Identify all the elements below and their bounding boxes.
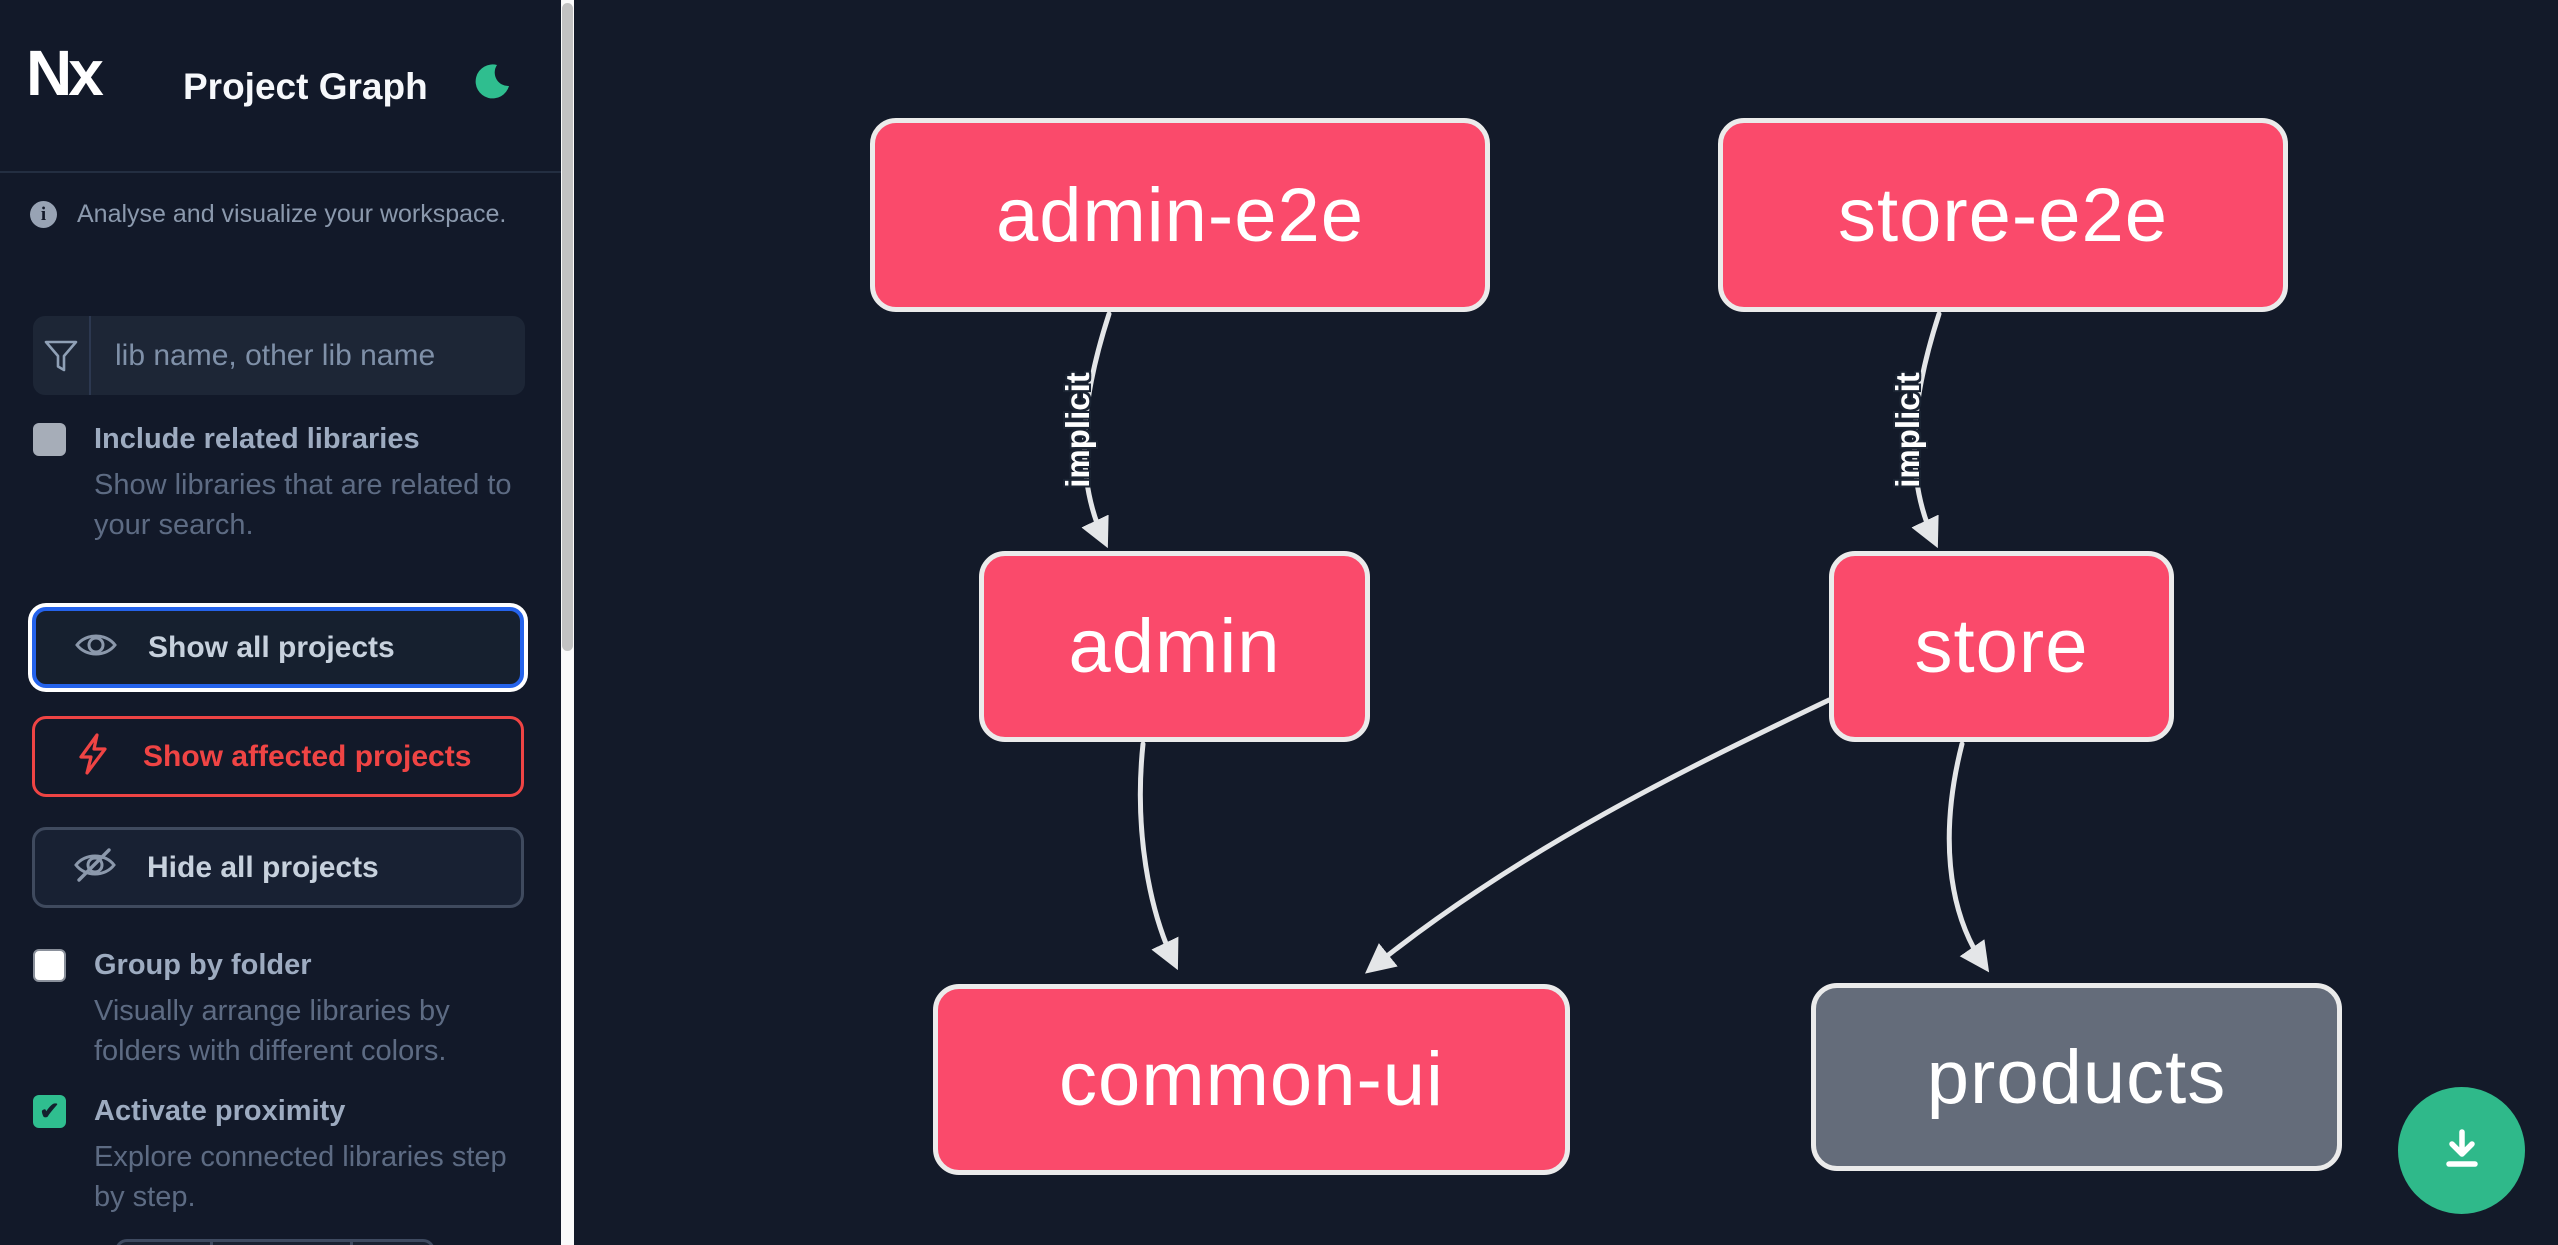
theme-toggle-moon-icon[interactable] [470, 62, 512, 104]
download-image-button[interactable] [2398, 1087, 2525, 1214]
search-box [33, 316, 525, 395]
include-related-row: Include related libraries Show libraries… [33, 420, 533, 545]
activate-proximity-checkbox[interactable] [33, 1095, 66, 1128]
activate-proximity-description: Explore connected libraries step by step… [94, 1141, 507, 1213]
edge-admin-e2e-to-admin [1081, 311, 1112, 549]
info-icon: i [30, 201, 57, 228]
show-all-projects-label: Show all projects [148, 630, 395, 664]
activate-proximity-label: Activate proximity [94, 1095, 346, 1127]
proximity-depth-segmented-control[interactable] [115, 1239, 435, 1245]
edge-store-to-products [1946, 741, 1990, 973]
download-icon [2436, 1122, 2488, 1179]
search-input[interactable] [91, 316, 525, 395]
graph-edges [1081, 311, 1990, 974]
hide-all-projects-label: Hide all projects [147, 850, 379, 884]
graph-canvas[interactable]: implicit implicit admin-e2e store-e2e ad… [574, 0, 2558, 1245]
eye-icon [74, 628, 118, 667]
sidebar-scrollbar-thumb[interactable] [562, 3, 573, 651]
edge-label-implicit-store: implicit [1889, 372, 1926, 488]
workspace-tagline: Analyse and visualize your workspace. [77, 200, 507, 228]
edge-store-to-common-ui [1365, 697, 1832, 974]
sidebar: Nx Project Graph i Analyse and visualize… [0, 0, 561, 1245]
group-by-folder-description: Visually arrange libraries by folders wi… [94, 995, 450, 1067]
lightning-bolt-icon [73, 732, 113, 781]
edge-admin-to-common-ui [1137, 741, 1179, 971]
node-common-ui[interactable]: common-ui [933, 984, 1570, 1175]
eye-off-icon [73, 846, 117, 889]
node-products[interactable]: products [1811, 983, 2342, 1171]
nx-logo: Nx [26, 37, 104, 109]
include-related-checkbox[interactable] [33, 423, 66, 456]
edge-label-implicit-admin: implicit [1059, 372, 1096, 488]
workspace-tagline-row: i Analyse and visualize your workspace. [30, 200, 506, 229]
node-store-e2e[interactable]: store-e2e [1718, 118, 2288, 312]
include-related-description: Show libraries that are related to your … [94, 469, 512, 541]
node-store[interactable]: store [1829, 551, 2174, 742]
edge-store-e2e-to-store [1911, 311, 1942, 549]
hide-all-projects-button[interactable]: Hide all projects [32, 827, 524, 908]
filter-funnel-icon [33, 316, 91, 395]
group-by-folder-label: Group by folder [94, 949, 312, 981]
activate-proximity-row: Activate proximity Explore connected lib… [33, 1092, 533, 1217]
show-all-projects-button[interactable]: Show all projects [32, 607, 524, 688]
page-title: Project Graph [183, 66, 428, 107]
include-related-label: Include related libraries [94, 423, 420, 455]
node-admin[interactable]: admin [979, 551, 1370, 742]
group-by-folder-checkbox[interactable] [33, 949, 66, 982]
show-affected-projects-button[interactable]: Show affected projects [32, 716, 524, 797]
sidebar-header: Nx Project Graph [0, 0, 561, 173]
show-affected-projects-label: Show affected projects [143, 739, 472, 773]
node-admin-e2e[interactable]: admin-e2e [870, 118, 1490, 312]
group-by-folder-row: Group by folder Visually arrange librari… [33, 946, 533, 1071]
sidebar-scrollbar-track[interactable] [561, 0, 574, 1245]
